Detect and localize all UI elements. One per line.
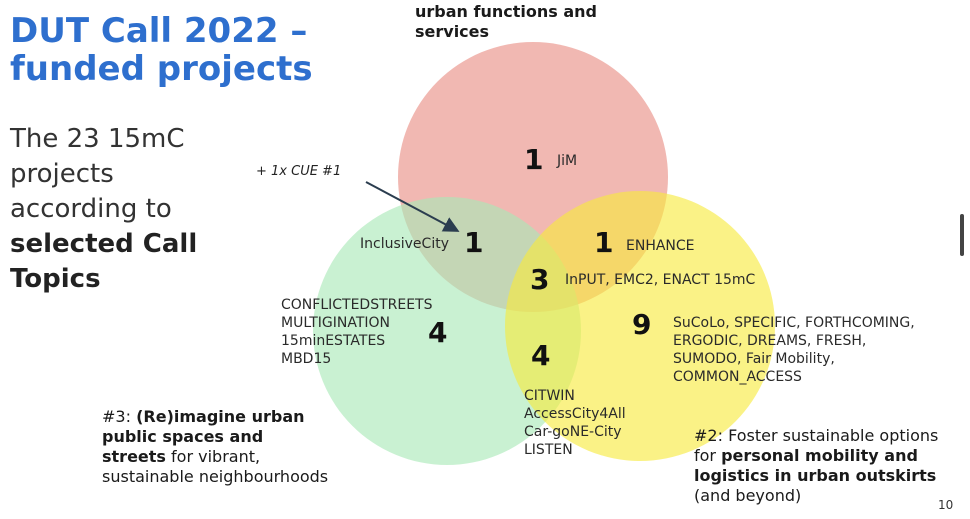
projects-left-only: CONFLICTEDSTREETS MULTIGINATION 15minEST…: [281, 296, 433, 368]
topic-top-line-1: urban functions and: [415, 2, 597, 21]
projects-left-right: CITWIN AccessCity4All Car-goNE-City LIST…: [524, 387, 626, 459]
count-top-right: 1: [594, 226, 614, 259]
topic-top-label: urban functions and services: [415, 2, 597, 42]
projects-top-right: ENHANCE: [626, 238, 695, 254]
cue-note: + 1x CUE #1: [256, 164, 342, 179]
topic-left-line-4: sustainable neighbourhoods: [102, 467, 329, 486]
count-left-right: 4: [531, 339, 551, 372]
topic-right-line-2a: for: [694, 446, 716, 465]
page-title: DUT Call 2022 – funded projects: [10, 12, 313, 88]
topic-right-line-1: Foster sustainable options: [728, 426, 939, 445]
project-item: COMMON_ACCESS: [673, 369, 802, 385]
projects-center: InPUT, EMC2, ENACT 15mC: [565, 272, 756, 288]
topic-right-label: #2: Foster sustainable options for perso…: [694, 426, 938, 506]
count-left-only: 4: [428, 316, 448, 349]
count-center: 3: [530, 263, 550, 296]
project-item: SuCoLo, SPECIFIC, FORTHCOMING,: [673, 315, 915, 331]
topic-left-bold-2: public spaces and: [102, 427, 264, 446]
subtitle-line-3: according to: [10, 194, 172, 224]
scrollbar-handle[interactable]: [960, 214, 964, 256]
topic-left-prefix: #3:: [102, 407, 131, 426]
topic-right-line-4: (and beyond): [694, 486, 802, 505]
circle-left-topic: [313, 197, 581, 465]
topic-right-bold-3: logistics in urban outskirts: [694, 466, 937, 485]
project-item: MBD15: [281, 351, 332, 367]
cue-arrow: [365, 181, 460, 232]
subtitle-line-4: selected Call: [10, 229, 198, 259]
project-item: AccessCity4All: [524, 406, 626, 422]
subtitle-line-2: projects: [10, 159, 114, 189]
project-item: 15minESTATES: [281, 333, 386, 349]
subtitle-line-1: The 23 15mC: [10, 124, 185, 154]
topic-left-label: #3: (Re)imagine urban public spaces and …: [102, 407, 328, 487]
count-top-only: 1: [524, 143, 544, 176]
topic-right-prefix: #2:: [694, 426, 723, 445]
subtitle: The 23 15mC projects according to select…: [10, 122, 197, 297]
title-line-2: funded projects: [10, 49, 313, 89]
project-item: Car-goNE-City: [524, 424, 622, 440]
project-item: LISTEN: [524, 442, 573, 458]
count-right-only: 9: [632, 308, 652, 341]
count-top-left: 1: [464, 226, 484, 259]
topic-left-rest-3: for vibrant,: [171, 447, 261, 466]
page-number: 10: [938, 498, 954, 512]
topic-top-line-2: services: [415, 22, 490, 41]
project-item: MULTIGINATION: [281, 315, 390, 331]
project-item: SUMODO, Fair Mobility,: [673, 351, 835, 367]
title-line-1: DUT Call 2022 –: [10, 11, 308, 51]
projects-right-only: SuCoLo, SPECIFIC, FORTHCOMING, ERGODIC, …: [673, 314, 915, 386]
circle-right-topic: [505, 191, 775, 461]
topic-right-bold-2: personal mobility and: [721, 446, 918, 465]
project-item: ERGODIC, DREAMS, FRESH,: [673, 333, 867, 349]
projects-top-only: JiM: [557, 153, 578, 169]
project-item: CITWIN: [524, 388, 575, 404]
subtitle-line-5: Topics: [10, 264, 101, 294]
project-item: CONFLICTEDSTREETS: [281, 297, 433, 313]
topic-left-bold-3: streets: [102, 447, 166, 466]
topic-left-bold-1: (Re)imagine urban: [136, 407, 305, 426]
projects-top-left: InclusiveCity: [360, 236, 449, 252]
